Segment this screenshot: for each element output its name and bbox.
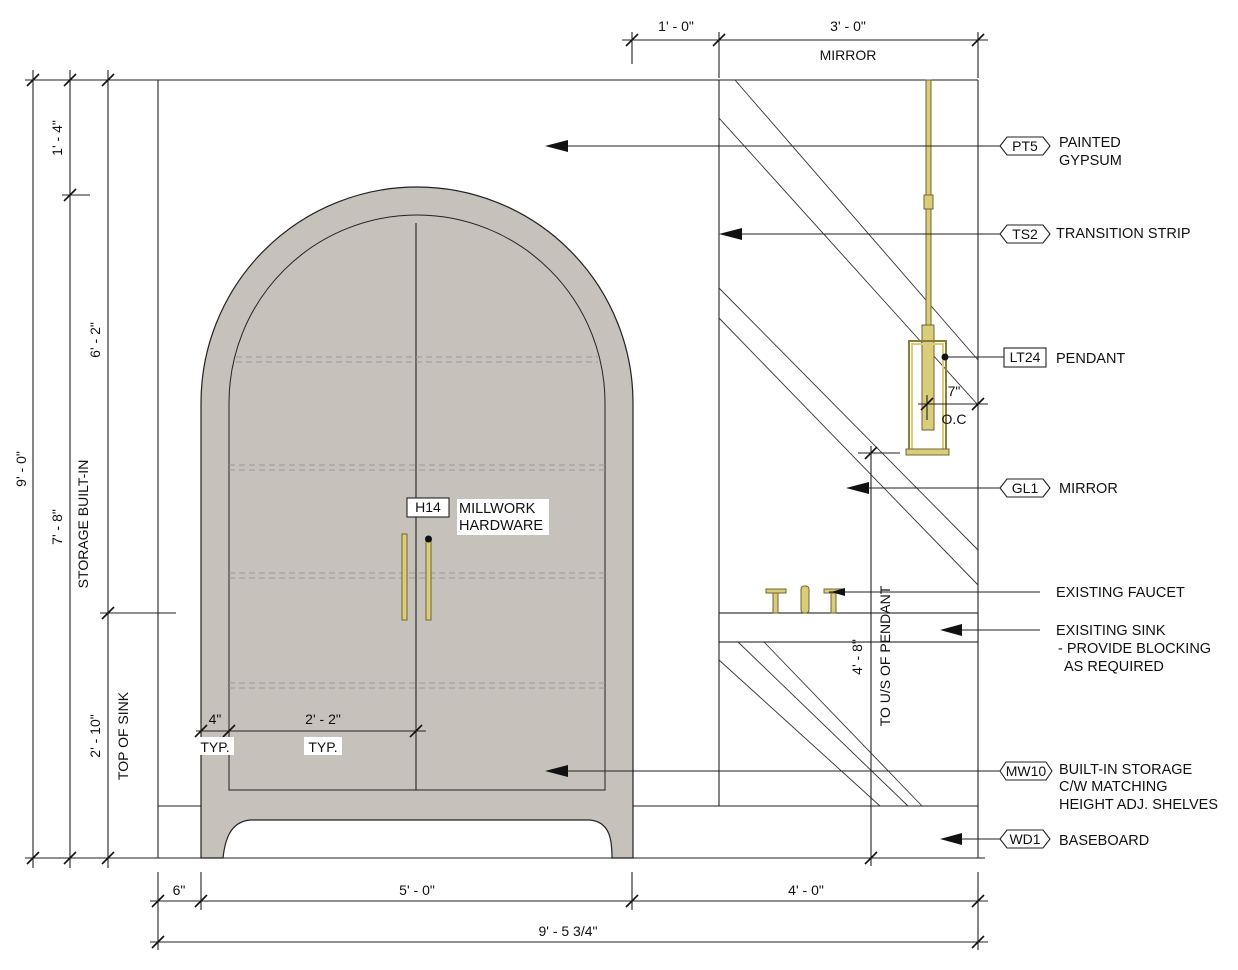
dim-pendant-spacing: 7": [948, 383, 961, 399]
tag-note-line: PAINTED: [1059, 135, 1121, 151]
tag-ts2: TS2 TRANSITION STRIP: [999, 224, 1191, 244]
adjustable-shelves: [229, 356, 605, 689]
tag-lt24: LT24 PENDANT: [1003, 347, 1125, 368]
sink-note-line: EXISITING SINK: [1056, 623, 1166, 639]
tag-code: TS2: [1012, 226, 1038, 242]
tag-note-line: PENDANT: [1056, 351, 1125, 367]
tag-code: LT24: [1010, 349, 1041, 365]
tag-code: WD1: [1009, 831, 1040, 847]
dim-cabinet-height: 6' - 2": [87, 322, 103, 358]
wall-outline: [150, 79, 985, 859]
tag-note-line: BUILT-IN STORAGE: [1059, 762, 1193, 778]
dim-door-margin-note: TYP.: [200, 739, 229, 755]
sink-counter: [718, 612, 979, 643]
dim-pendant-spacing-note: O.C: [942, 411, 967, 427]
faucet-icon: [765, 585, 845, 614]
tag-code: PT5: [1012, 138, 1038, 154]
tag-mw10: MW10 BUILT-IN STORAGE C/W MATCHING HEIGH…: [999, 761, 1218, 813]
faucet-note: EXISTING FAUCET: [1056, 585, 1185, 601]
dim-sink-label: TOP OF SINK: [115, 691, 131, 780]
dim-mirror-width: 3' - 0": [830, 18, 866, 34]
tag-code: H14: [415, 499, 441, 515]
dim-door-margin: 4": [209, 711, 222, 727]
tag-note-line: MILLWORK: [459, 501, 536, 517]
dim-pendant-height: 4' - 8": [849, 639, 865, 675]
tag-note-line: TRANSITION STRIP: [1056, 226, 1191, 242]
tag-code: MW10: [1006, 763, 1047, 779]
dim-top-left-offset: 1' - 0": [658, 18, 694, 34]
tag-note-line: HEIGHT ADJ. SHELVES: [1059, 797, 1218, 813]
dim-top-segment: 1' - 4": [49, 120, 65, 156]
mirror-hatch: [718, 79, 979, 807]
dim-overall-width: 9' - 5 3/4": [538, 923, 597, 939]
tag-gl1: GL1 MIRROR: [999, 478, 1118, 498]
dim-cabinet-width: 5' - 0": [399, 882, 435, 898]
dim-mirror-label: MIRROR: [820, 47, 877, 63]
tag-pt5: PT5 PAINTED GYPSUM: [999, 135, 1122, 169]
tag-h14: H14 MILLWORK HARDWARE: [406, 497, 549, 535]
tag-code: GL1: [1012, 480, 1039, 496]
tag-wd1: WD1 BASEBOARD: [999, 829, 1149, 849]
door-handles: [401, 533, 432, 621]
dim-left-offset: 6": [173, 882, 186, 898]
dim-door-width: 2' - 2": [305, 711, 341, 727]
sink-note-line: AS REQUIRED: [1064, 659, 1164, 675]
dim-storage-height: 7' - 8": [49, 509, 65, 545]
dimension-lines: [25, 32, 988, 950]
tag-note-line: C/W MATCHING: [1059, 779, 1167, 795]
arched-cabinet: [200, 186, 634, 859]
dim-pendant-label: TO U/S OF PENDANT: [877, 585, 893, 726]
leader-lines: [545, 140, 1040, 845]
sink-note-line: - PROVIDE BLOCKING: [1058, 641, 1211, 657]
dim-sink-height: 2' - 10": [87, 714, 103, 757]
tag-note-line: MIRROR: [1059, 481, 1118, 497]
dim-storage-label: STORAGE BUILT-IN: [75, 460, 91, 589]
dim-door-width-note: TYP.: [308, 739, 337, 755]
tag-note-line: BASEBOARD: [1059, 833, 1149, 849]
tag-note-line: HARDWARE: [459, 518, 543, 534]
dim-vanity-width: 4' - 0": [788, 882, 824, 898]
dim-overall-height: 9' - 0": [13, 451, 29, 487]
tag-note-line: GYPSUM: [1059, 153, 1122, 169]
